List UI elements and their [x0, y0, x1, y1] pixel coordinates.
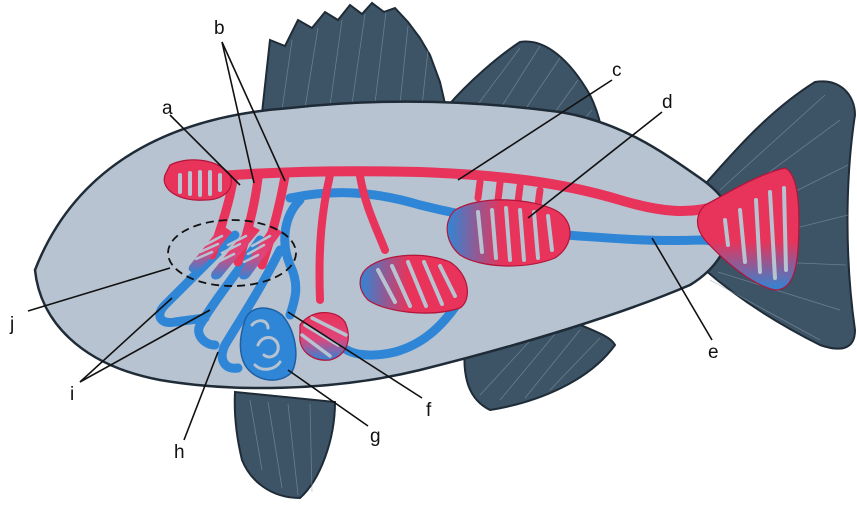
label-j: j	[9, 314, 14, 335]
label-e: e	[708, 342, 719, 363]
label-d: d	[662, 92, 673, 113]
dorsal-fin-spiny	[262, 3, 446, 113]
gut-capillary-bed	[360, 255, 467, 313]
label-f: f	[426, 400, 432, 421]
label-i: i	[70, 384, 74, 405]
pelvic-fin	[235, 392, 335, 498]
label-b: b	[214, 18, 225, 39]
body-capillary-bed	[447, 200, 570, 266]
label-a: a	[162, 98, 173, 119]
label-c: c	[612, 60, 622, 81]
liver-capillary-bed	[300, 313, 348, 361]
label-h: h	[174, 442, 185, 463]
label-g: g	[370, 426, 381, 447]
